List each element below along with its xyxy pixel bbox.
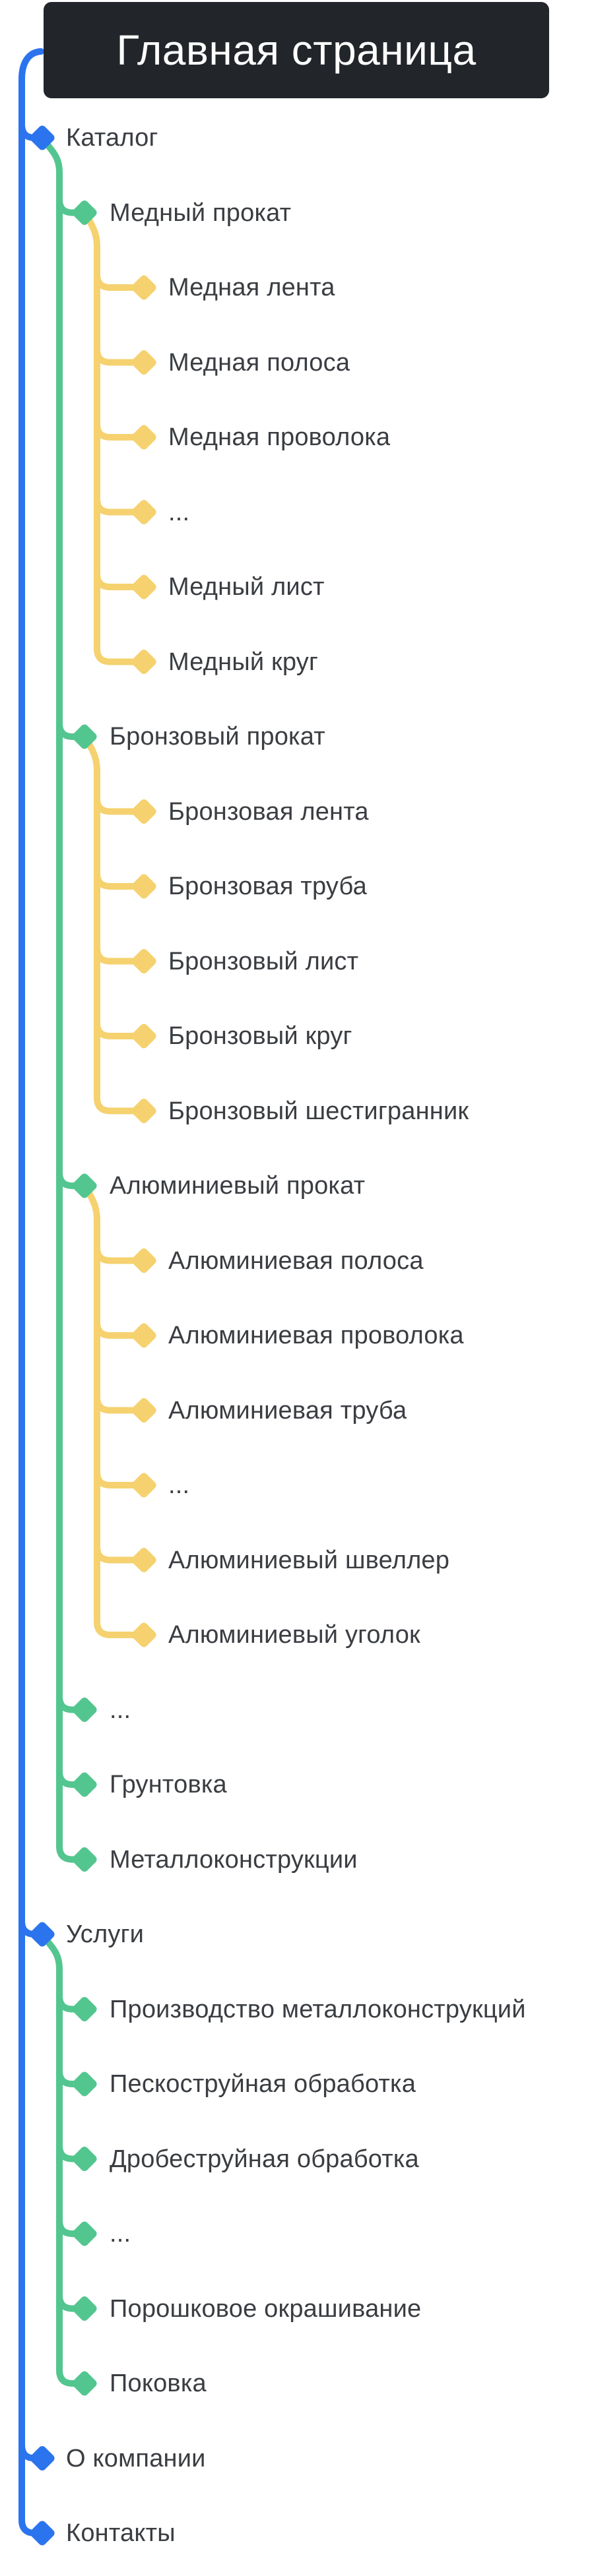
connector-line bbox=[94, 854, 139, 890]
tree-node-label: Алюминиевая труба bbox=[168, 1396, 407, 1425]
tree-node-label: Бронзовый прокат bbox=[110, 723, 325, 751]
connector-line bbox=[56, 2276, 80, 2312]
tree-node-label: Медная лента bbox=[168, 274, 335, 301]
connector-line bbox=[56, 2052, 80, 2087]
page-title-text: Главная страница bbox=[116, 26, 477, 74]
tree-node-label: Услуги bbox=[66, 1920, 145, 1948]
tree-node-label: ... bbox=[168, 498, 190, 526]
diamond-icon bbox=[131, 425, 156, 450]
diamond-icon bbox=[30, 1922, 55, 1947]
diamond-icon bbox=[131, 1397, 156, 1423]
diamond-icon bbox=[72, 1772, 97, 1797]
connector-line bbox=[56, 2126, 80, 2162]
tree-node-label: Каталог bbox=[66, 124, 158, 152]
connector-line bbox=[94, 479, 139, 516]
tree-node-label: Алюминиевый прокат bbox=[110, 1172, 366, 1200]
connector-line bbox=[94, 1303, 139, 1339]
tree-node-label: Дробеструйная обработка bbox=[110, 2145, 419, 2173]
tree-node-label: Металлоконструкции bbox=[110, 1845, 358, 1874]
connector-line bbox=[94, 1453, 139, 1488]
connector-line bbox=[56, 180, 80, 216]
connector-line bbox=[56, 1677, 80, 1713]
diamond-icon bbox=[131, 1547, 156, 1573]
connector-line bbox=[94, 929, 139, 965]
connector-line bbox=[94, 1228, 139, 1264]
tree-node-label: Бронзовый лист bbox=[168, 947, 359, 975]
connector-line bbox=[85, 739, 139, 1115]
tree-node-label: Бронзовая лента bbox=[168, 797, 369, 826]
diamond-icon bbox=[131, 574, 156, 599]
diamond-icon bbox=[131, 874, 156, 899]
diamond-icon bbox=[72, 724, 97, 749]
tree-node-label: Бронзовый круг bbox=[168, 1022, 352, 1050]
tree-node-label: Грунтовка bbox=[110, 1771, 227, 1798]
diamond-icon bbox=[131, 1248, 156, 1273]
tree-node-label: ... bbox=[110, 1696, 131, 1724]
diamond-icon bbox=[72, 2146, 97, 2172]
tree-node-label: Поковка bbox=[110, 2370, 207, 2397]
diamond-icon bbox=[131, 1622, 156, 1647]
diamond-icon bbox=[131, 649, 156, 675]
connector-line bbox=[56, 704, 80, 740]
diamond-icon bbox=[72, 2071, 97, 2097]
connector-line bbox=[94, 555, 139, 590]
diamond-icon bbox=[72, 2296, 97, 2321]
diamond-icon bbox=[30, 125, 55, 150]
diamond-icon bbox=[131, 1323, 156, 1348]
connector-line bbox=[85, 214, 139, 665]
tree-node-label: Пескоструйная обработка bbox=[110, 2070, 416, 2098]
connector-line bbox=[85, 1188, 139, 1638]
tree-node-label: Производство металлоконструкций bbox=[110, 1995, 526, 2023]
tree-node-label: Бронзовая труба bbox=[168, 873, 367, 900]
diamond-icon bbox=[72, 1697, 97, 1723]
connector-line bbox=[18, 48, 44, 2536]
tree-node-label: О компании bbox=[66, 2444, 206, 2472]
tree-node-label: Медный лист bbox=[168, 573, 325, 601]
connector-line bbox=[56, 1977, 80, 2013]
diamond-icon bbox=[131, 948, 156, 974]
tree-node-label: Алюминиевая полоса bbox=[168, 1246, 424, 1275]
diamond-icon bbox=[131, 1098, 156, 1124]
diamond-icon bbox=[131, 1473, 156, 1498]
tree-node-label: Алюминиевый швеллер bbox=[168, 1546, 450, 1574]
tree-node-label: Бронзовый шестигранник bbox=[168, 1097, 469, 1125]
connector-line bbox=[56, 2201, 80, 2237]
connector-line bbox=[94, 1378, 139, 1414]
tree-node-label: ... bbox=[110, 2220, 131, 2248]
diamond-icon bbox=[72, 200, 97, 226]
diamond-icon bbox=[131, 1024, 156, 1049]
diamond-icon bbox=[30, 2445, 55, 2471]
diamond-icon bbox=[72, 2221, 97, 2246]
tree-node-label: Медная проволока bbox=[168, 423, 391, 451]
connector-line bbox=[56, 1153, 80, 1189]
connector-line bbox=[43, 140, 80, 1863]
tree-node-label: ... bbox=[168, 1471, 190, 1499]
diamond-icon bbox=[131, 799, 156, 824]
tree-node-label: Алюминиевая проволока bbox=[168, 1322, 464, 1349]
connector-line bbox=[94, 1004, 139, 1039]
connector-line bbox=[94, 405, 139, 441]
diamond-icon bbox=[131, 499, 156, 525]
connector-line bbox=[94, 779, 139, 815]
diamond-icon bbox=[72, 1847, 97, 1872]
tree-node-label: Контакты bbox=[66, 2519, 176, 2547]
tree-node-label: Медная полоса bbox=[168, 348, 350, 377]
connector-line bbox=[94, 330, 139, 366]
diamond-icon bbox=[72, 2371, 97, 2396]
tree-node-label: Медный прокат bbox=[110, 199, 292, 227]
connector-line bbox=[56, 1752, 80, 1788]
connector-line bbox=[94, 1527, 139, 1564]
tree-node-label: Порошковое окрашивание bbox=[110, 2294, 422, 2323]
tree-node-label: Алюминиевый уголок bbox=[168, 1621, 420, 1649]
connector-line bbox=[94, 255, 139, 291]
diamond-icon bbox=[72, 1173, 97, 1198]
diamond-icon bbox=[131, 350, 156, 375]
diamond-icon bbox=[72, 1996, 97, 2022]
connector-line bbox=[43, 1936, 80, 2387]
tree-node-label: Медный круг bbox=[168, 648, 319, 676]
diamond-icon bbox=[131, 275, 156, 300]
page-title: Главная страница bbox=[44, 2, 549, 98]
diamond-icon bbox=[30, 2521, 55, 2546]
